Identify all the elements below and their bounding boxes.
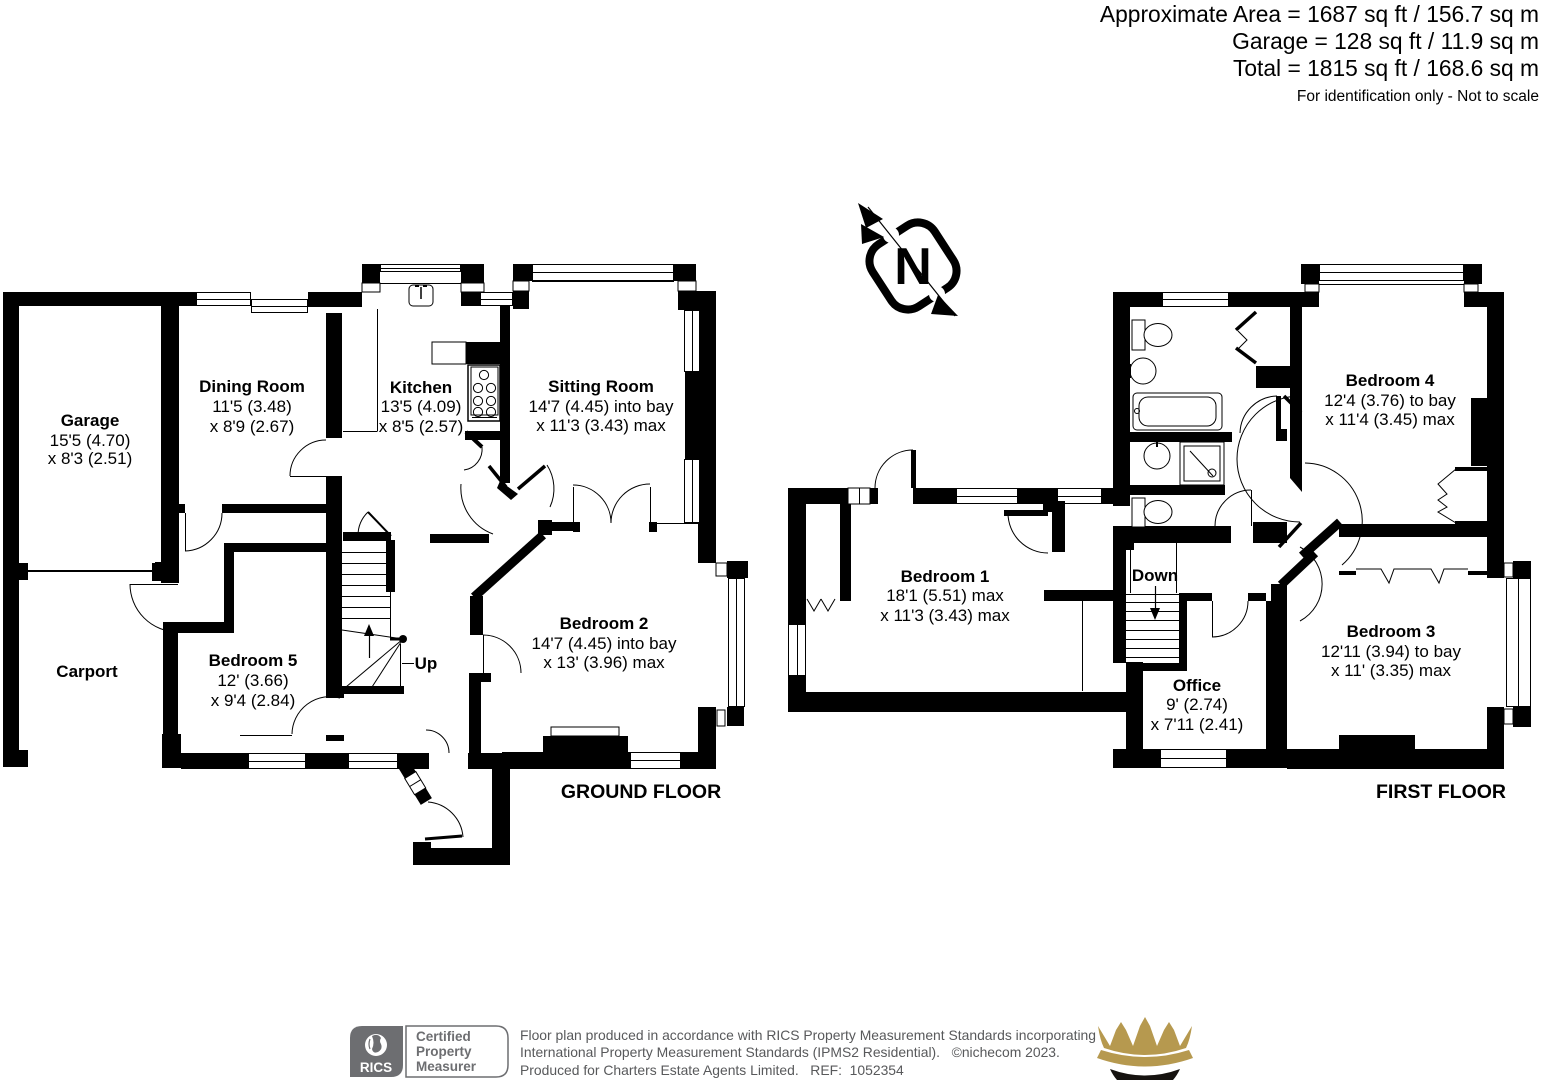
svg-text:x 11'4 (3.45) max: x 11'4 (3.45) max (1325, 410, 1455, 429)
svg-text:Bedroom 4: Bedroom 4 (1346, 371, 1435, 390)
svg-text:For identification only - Not: For identification only - Not to scale (1297, 88, 1539, 105)
svg-text:RICS: RICS (360, 1060, 392, 1075)
svg-text:Office: Office (1173, 676, 1221, 695)
svg-text:x 8'9 (2.67): x 8'9 (2.67) (210, 417, 295, 436)
svg-text:x 8'5 (2.57): x 8'5 (2.57) (379, 417, 464, 436)
svg-text:Produced for Charters Estate A: Produced for Charters Estate Agents Limi… (520, 1062, 904, 1078)
svg-text:Measurer: Measurer (416, 1059, 477, 1074)
svg-text:Bedroom 3: Bedroom 3 (1347, 622, 1436, 641)
svg-text:Bedroom 2: Bedroom 2 (560, 614, 649, 633)
svg-text:Carport: Carport (56, 662, 118, 681)
svg-text:12' (3.66): 12' (3.66) (217, 671, 288, 690)
svg-text:x 7'11 (2.41): x 7'11 (2.41) (1151, 715, 1244, 734)
svg-text:15'5 (4.70): 15'5 (4.70) (50, 431, 131, 450)
svg-text:x 13' (3.96) max: x 13' (3.96) max (543, 653, 665, 672)
svg-text:FIRST FLOOR: FIRST FLOOR (1376, 781, 1506, 803)
svg-text:x 11'3 (3.43) max: x 11'3 (3.43) max (536, 416, 666, 435)
svg-text:x 8'3 (2.51): x 8'3 (2.51) (48, 449, 133, 468)
svg-text:14'7 (4.45) into bay: 14'7 (4.45) into bay (531, 634, 677, 653)
svg-text:Down: Down (1132, 566, 1178, 585)
svg-text:Property: Property (416, 1044, 472, 1059)
svg-text:13'5 (4.09): 13'5 (4.09) (381, 397, 462, 416)
svg-text:Floor plan produced in accorda: Floor plan produced in accordance with R… (520, 1027, 1096, 1043)
svg-text:14'7 (4.45) into bay: 14'7 (4.45) into bay (528, 397, 674, 416)
svg-text:Kitchen: Kitchen (390, 378, 452, 397)
svg-text:Total = 1815 sq ft / 168.6 sq: Total = 1815 sq ft / 168.6 sq m (1233, 55, 1539, 81)
svg-text:12'4 (3.76) to bay: 12'4 (3.76) to bay (1324, 391, 1456, 410)
svg-text:x 9'4 (2.84): x 9'4 (2.84) (211, 691, 296, 710)
svg-text:18'1 (5.51) max: 18'1 (5.51) max (886, 586, 1004, 605)
svg-text:11'5 (3.48): 11'5 (3.48) (212, 397, 291, 416)
svg-text:Certified: Certified (416, 1029, 471, 1044)
svg-text:Approximate Area = 1687 sq ft: Approximate Area = 1687 sq ft / 156.7 sq… (1100, 1, 1539, 27)
svg-text:Garage: Garage (61, 411, 120, 430)
svg-text:Up: Up (415, 654, 438, 673)
svg-text:Sitting Room: Sitting Room (548, 377, 654, 396)
svg-text:International Property Measure: International Property Measurement Stand… (520, 1044, 1060, 1060)
svg-text:9' (2.74): 9' (2.74) (1166, 695, 1228, 714)
svg-text:GROUND FLOOR: GROUND FLOOR (561, 781, 721, 803)
svg-text:Garage = 128 sq ft / 11.9 sq m: Garage = 128 sq ft / 11.9 sq m (1232, 28, 1539, 54)
svg-text:x 11' (3.35) max: x 11' (3.35) max (1331, 661, 1452, 680)
svg-text:N: N (894, 238, 932, 296)
svg-text:Bedroom 1: Bedroom 1 (901, 567, 990, 586)
svg-text:12'11 (3.94) to bay: 12'11 (3.94) to bay (1321, 642, 1461, 661)
svg-text:Dining Room: Dining Room (199, 377, 305, 396)
svg-text:x 11'3 (3.43) max: x 11'3 (3.43) max (880, 606, 1010, 625)
svg-text:Bedroom 5: Bedroom 5 (209, 651, 298, 670)
